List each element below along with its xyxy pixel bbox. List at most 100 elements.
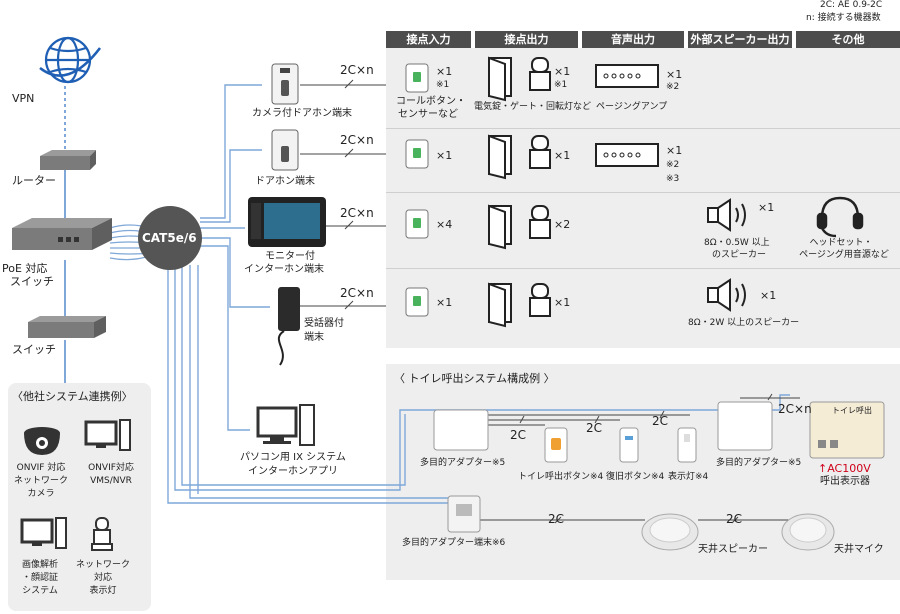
globe-icon xyxy=(39,36,102,84)
ceiling-speaker-label: 天井スピーカー xyxy=(698,544,768,555)
other-systems-title: 〈他社システム連携例〉 xyxy=(12,390,133,403)
r2-amp-note-2: ※3 xyxy=(666,174,680,184)
device-table-panel xyxy=(386,48,900,348)
multi-adapter-icon xyxy=(717,401,773,451)
r1-in-label-1: コールボタン・ xyxy=(396,96,466,107)
vms-pc-icon xyxy=(84,419,131,451)
door-icon xyxy=(488,204,512,250)
legend-2c: 2C: AE 0.9-2C xyxy=(820,0,883,10)
r3-out-qty: ×2 xyxy=(554,218,571,231)
doorphone-label: ドアホン端末 xyxy=(255,176,315,187)
r1-in-qty: ×1 xyxy=(436,65,453,78)
door-icon xyxy=(488,134,512,180)
call-button-icon xyxy=(405,287,429,317)
toilet-title: 〈 トイレ呼出システム構成例 〉 xyxy=(394,372,555,385)
r4-out-qty: ×1 xyxy=(554,296,571,309)
header-contact-input: 接点入力 xyxy=(386,31,471,48)
cable-label: 2C xyxy=(586,421,603,435)
multi-adapter-icon xyxy=(433,409,489,451)
door-icon xyxy=(488,282,512,328)
hub-to-terminal-lines xyxy=(200,84,270,431)
vpn-label: VPN xyxy=(12,92,35,105)
call-button-icon xyxy=(405,63,429,93)
poe-switch-label-1: PoE 対応 xyxy=(2,262,48,275)
r1-amp-note: ※2 xyxy=(666,82,680,92)
ac-label: ↑AC100V xyxy=(818,462,871,475)
net-lamp-label-2: 対応 xyxy=(93,573,112,583)
call-button-icon xyxy=(405,209,429,239)
r1-in-label-2: センサーなど xyxy=(398,109,458,120)
switch-icon xyxy=(28,316,106,338)
indicator-lamp-icon xyxy=(677,427,697,463)
cable-label: 2C xyxy=(652,414,669,428)
r4-spk-label: 8Ω・2W 以上のスピーカー xyxy=(688,318,800,328)
call-display-icon xyxy=(809,401,885,459)
ceiling-mic-icon xyxy=(781,513,835,551)
device-cables xyxy=(300,79,800,524)
pc-icon xyxy=(256,404,315,446)
cable-label: 2C xyxy=(548,512,565,526)
cable-label: 2C×n xyxy=(340,206,374,220)
call-button-icon xyxy=(405,139,429,169)
poe-switch-icon xyxy=(12,218,112,250)
cable-label: 2C xyxy=(510,428,527,442)
header-external-speaker: 外部スピーカー出力 xyxy=(688,31,792,48)
r3-spk-label-1: 8Ω・0.5W 以上 xyxy=(704,238,770,248)
amplifier-icon xyxy=(595,143,659,167)
cable-label: 2C×n xyxy=(340,63,374,77)
analysis-pc-icon xyxy=(20,517,67,549)
amplifier-icon xyxy=(595,64,659,88)
monitor-label-1: モニター付 xyxy=(265,251,315,262)
handset-label-2: 端末 xyxy=(304,332,324,343)
camera-icon xyxy=(24,427,60,455)
network-lamp-icon xyxy=(91,517,113,551)
analysis-label-2: ・顔認証 xyxy=(21,573,58,583)
onvif-vms-label-1: ONVIF対応 xyxy=(88,463,134,473)
header-other: その他 xyxy=(796,31,900,48)
row-separator xyxy=(386,268,900,269)
toilet-call-button-icon xyxy=(544,427,568,463)
r3-headset-label-1: ヘッドセット・ xyxy=(809,238,873,248)
r3-in-qty: ×4 xyxy=(436,218,453,231)
header-audio-output: 音声出力 xyxy=(582,31,684,48)
router-label: ルーター xyxy=(12,174,56,187)
router-icon xyxy=(40,150,96,170)
beacon-icon xyxy=(529,283,551,317)
pc-label-2: インターホンアプリ xyxy=(248,466,338,477)
r3-spk-qty: ×1 xyxy=(758,201,775,214)
onvif-camera-label-2: ネットワーク xyxy=(13,476,68,486)
r2-amp-qty: ×1 xyxy=(666,144,683,157)
r3-spk-label-2: のスピーカー xyxy=(712,250,767,260)
beacon-icon xyxy=(529,205,551,239)
speaker-icon xyxy=(707,278,746,312)
beacon-icon xyxy=(529,57,551,91)
r1-amp-label: ページングアンプ xyxy=(596,102,668,112)
ceiling-mic-label: 天井マイク xyxy=(834,544,884,555)
handset-terminal-icon xyxy=(277,287,300,366)
reset-button-icon xyxy=(619,427,639,463)
r1-out-qty: ×1 xyxy=(554,65,571,78)
row-separator xyxy=(386,192,900,193)
net-lamp-label-3: 表示灯 xyxy=(89,586,117,596)
ceiling-speaker-icon xyxy=(641,513,699,551)
headset-icon xyxy=(816,196,864,238)
row-separator xyxy=(386,128,900,129)
door-icon xyxy=(488,56,512,102)
r1-out-note: ※1 xyxy=(554,80,568,90)
poe-switch-label-2: スイッチ xyxy=(10,275,54,288)
r2-in-qty: ×1 xyxy=(436,149,453,162)
legend-n: n: 接続する機器数 xyxy=(806,13,881,23)
camera-doorphone-icon xyxy=(271,63,299,105)
display-label: 呼出表示器 xyxy=(820,476,870,487)
toilet-call-button-label: トイレ呼出ボタン※4 xyxy=(518,472,604,482)
r1-amp-qty: ×1 xyxy=(666,68,683,81)
adapter-terminal-label: 多目的アダプター端末※6 xyxy=(402,538,506,548)
r4-in-qty: ×1 xyxy=(436,296,453,309)
r4-spk-qty: ×1 xyxy=(760,289,777,302)
display-panel-text: トイレ呼出 xyxy=(832,406,872,415)
analysis-label-3: システム xyxy=(22,586,58,596)
monitor-intercom-icon xyxy=(248,197,326,247)
r1-in-note: ※1 xyxy=(436,80,450,90)
r2-amp-note-1: ※2 xyxy=(666,160,680,170)
